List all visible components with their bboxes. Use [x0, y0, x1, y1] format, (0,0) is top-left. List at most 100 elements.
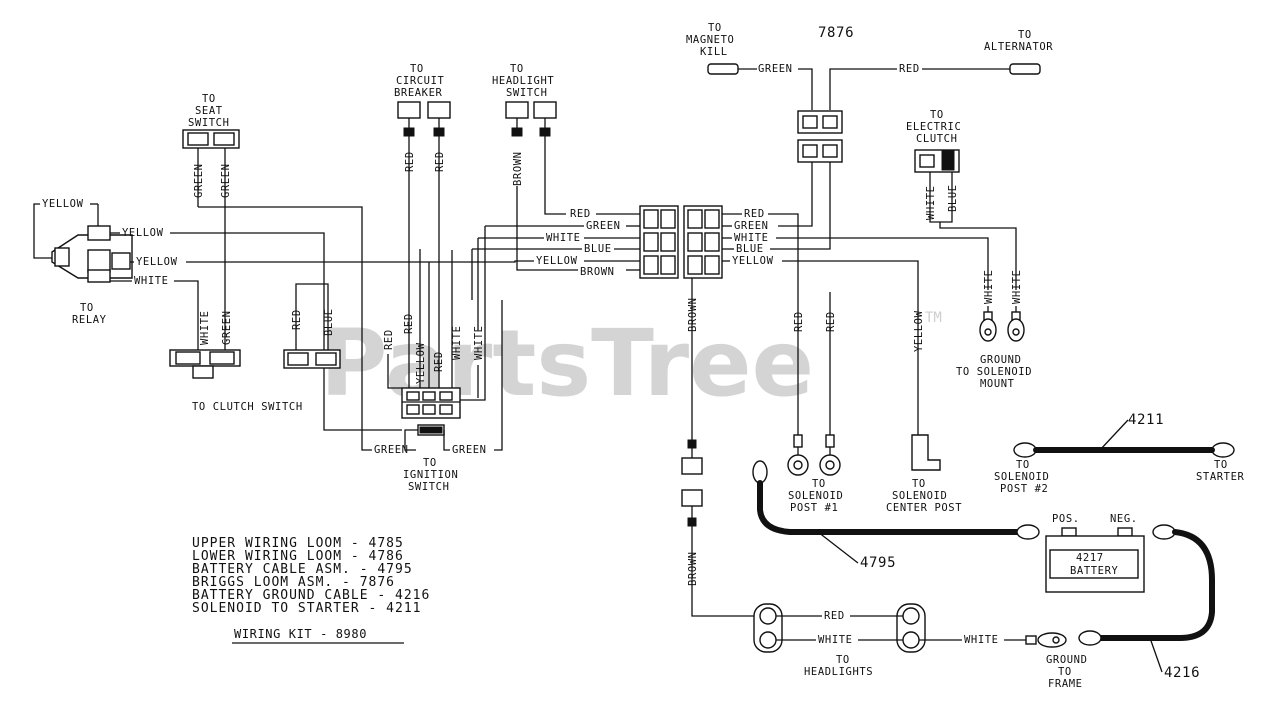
legend-item: BATTERY GROUND CABLE - 4216 [192, 588, 430, 603]
wire-label-clutch-white-top: WHITE [925, 185, 937, 220]
wire-label-post1-red-1: RED [793, 311, 805, 332]
label-battery-number: 4217 [1076, 552, 1104, 564]
legend-item: SOLENOID TO STARTER - 4211 [192, 601, 422, 616]
headlight-switch-connector-1 [505, 101, 529, 119]
wire-label-breaker-red-2: RED [434, 151, 446, 172]
label-to-headlights: TO [836, 654, 850, 666]
wire-label-seat-green-2: GREEN [220, 163, 232, 198]
wire-label-ground-white-1: WHITE [983, 269, 995, 304]
label-frame: FRAME [1048, 678, 1083, 690]
cable-4795 [757, 480, 1021, 535]
wire-label-headlight-brown: BROWN [512, 151, 524, 186]
loom-number-7876: 7876 [818, 25, 854, 41]
label-to-solenoid-post2: TO [1016, 459, 1030, 471]
wire-label-ign-red-3: RED [433, 351, 445, 372]
ground-frame-ring [1037, 632, 1067, 648]
wire-label-right-white: WHITE [734, 232, 769, 244]
wire-label-pair-blue: BLUE [323, 308, 335, 336]
label-battery: BATTERY [1070, 565, 1119, 577]
label-to-seat: TO [202, 93, 216, 105]
watermark-tm: TM [925, 310, 942, 326]
wire-label-ign-white: WHITE [451, 325, 463, 360]
label-to-clutch-switch: TO CLUTCH SWITCH [192, 401, 303, 413]
label-to-solenoid-post1: TO [812, 478, 826, 490]
wiring-kit-title: WIRING KIT - 8980 [234, 627, 367, 641]
label-kill: KILL [700, 46, 728, 58]
label-to-electric: TO [930, 109, 944, 121]
label-to-headlight: TO [510, 63, 524, 75]
wire-label-left-green: GREEN [586, 220, 621, 232]
label-relay: RELAY [72, 314, 107, 326]
cable-4211-lug-left [1013, 442, 1037, 458]
solenoid-center-connector [911, 434, 941, 471]
label-solenoid-post1: SOLENOID [788, 490, 843, 502]
wire-label-post1-red-2: RED [825, 311, 837, 332]
legend-item: LOWER WIRING LOOM - 4786 [192, 549, 404, 564]
wire-label-relay-yellow-1: YELLOW [122, 227, 164, 239]
cable-4216-lug-battery [1152, 524, 1176, 540]
label-mount: MOUNT [980, 378, 1015, 390]
label-magneto: MAGNETO [686, 34, 734, 46]
label-ignition: IGNITION [403, 469, 458, 481]
callout-4216: 4216 [1164, 665, 1200, 681]
wire-label-ground-white-2: WHITE [1011, 269, 1023, 304]
label-ignition-switch: SWITCH [408, 481, 450, 493]
wire-label-ign-red-1: RED [383, 329, 395, 350]
legend-item: BRIGGS LOOM ASM. - 7876 [192, 575, 395, 590]
label-post1: POST #1 [790, 502, 838, 514]
label-solenoid-center: SOLENOID [892, 490, 947, 502]
cable-4216 [1097, 529, 1215, 641]
wire-label-left-red: RED [570, 208, 591, 220]
label-pos: POS. [1052, 513, 1080, 525]
wire-label-harness-white-1: WHITE [473, 325, 485, 360]
wire-label-ign-green-left: GREEN [374, 444, 409, 456]
label-to-ignition: TO [423, 457, 437, 469]
wire-label-clutch-blue-top: BLUE [947, 184, 959, 212]
wire-label-green-magneto: GREEN [758, 63, 793, 75]
wire-label-brown-headlights: BROWN [687, 551, 699, 586]
legend-item: BATTERY CABLE ASM. - 4795 [192, 562, 413, 577]
wire-label-pair-red: RED [291, 309, 303, 330]
wire-label-left-blue: BLUE [584, 243, 612, 255]
alternator-connector [1009, 63, 1041, 75]
label-to-circuit: TO [410, 63, 424, 75]
parts-legend: UPPER WIRING LOOM - 4785 LOWER WIRING LO… [192, 536, 430, 616]
label-solenoid-post2: SOLENOID [994, 471, 1049, 483]
wire-label-left-brown: BROWN [580, 266, 615, 278]
wire-label-headlight-red: RED [824, 610, 845, 622]
label-seat: SEAT [195, 105, 223, 117]
wire-label-right-red: RED [744, 208, 765, 220]
cable-4211-lug-right [1211, 442, 1235, 458]
wire-label-clutch-green: GREEN [221, 310, 233, 345]
label-starter: STARTER [1196, 471, 1245, 483]
label-headlights: HEADLIGHTS [804, 666, 873, 678]
label-to-magneto: TO [708, 22, 722, 34]
callout-4795: 4795 [860, 555, 896, 571]
cable-4795-lug-battery [1016, 524, 1040, 540]
legend-item: UPPER WIRING LOOM - 4785 [192, 536, 404, 551]
wire-label-relay-white: WHITE [134, 275, 169, 287]
wire-label-left-yellow: YELLOW [536, 255, 578, 267]
label-alternator: ALTERNATOR [984, 41, 1053, 53]
wire-label-right-blue: BLUE [736, 243, 764, 255]
cable-4216-lug-frame [1078, 630, 1102, 646]
label-to-relay: TO [80, 302, 94, 314]
cable-4795-lug-top [752, 460, 768, 484]
label-seat-switch: SWITCH [188, 117, 230, 129]
label-neg: NEG. [1110, 513, 1138, 525]
wire-label-ign-red-2: RED [403, 313, 415, 334]
label-to-solenoid-center: TO [912, 478, 926, 490]
headlight-switch-connector-2 [533, 101, 557, 119]
label-electric: ELECTRIC [906, 121, 961, 133]
label-post2: POST #2 [1000, 483, 1048, 495]
wire-label-brown-down: BROWN [687, 297, 699, 332]
wire-label-breaker-red-1: RED [404, 151, 416, 172]
wire-label-left-white: WHITE [546, 232, 581, 244]
headlight-brown-connector-female [681, 457, 703, 475]
wire-label-relay-yellow-top: YELLOW [42, 198, 84, 210]
watermark: PartsTree [320, 310, 814, 417]
circuit-breaker-connector-1 [397, 101, 421, 119]
label-ground: GROUND [980, 354, 1022, 366]
wire-label-right-yellow: YELLOW [732, 255, 774, 267]
label-to-frame: TO [1058, 666, 1072, 678]
